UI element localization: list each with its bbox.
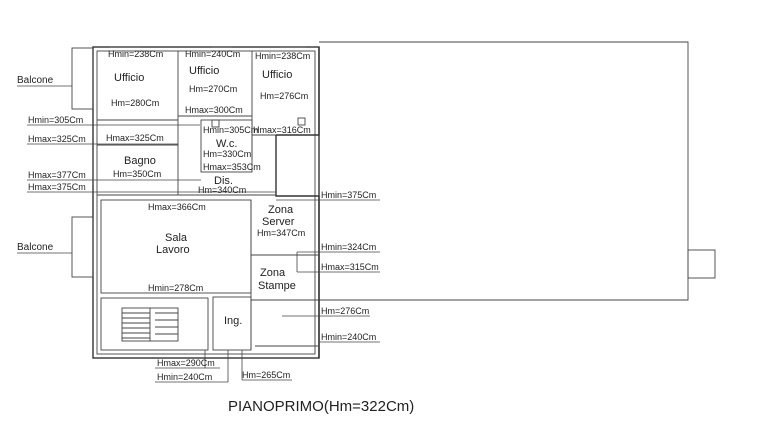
ufficio3-name: Ufficio — [262, 69, 292, 81]
server-hm: Hm=347Cm — [257, 228, 305, 238]
balcone-top-shape — [71, 47, 94, 110]
building-inner-outline — [96, 50, 316, 355]
stair-steps — [122, 308, 178, 341]
balcone-top-label: Balcone — [17, 75, 54, 86]
right-hmax-315: Hmax=315Cm — [321, 262, 379, 272]
left-hmin-305: Hmin=305Cm — [28, 115, 83, 125]
stairs-outline — [100, 297, 209, 351]
window-marks — [92, 46, 305, 270]
stampe-name-1: Zona — [260, 267, 286, 279]
adjacent-area — [319, 41, 716, 301]
wall-ufficio3-right — [276, 47, 320, 136]
left-hmax-325: Hmax=325Cm — [28, 134, 86, 144]
ufficio3-fixture — [297, 117, 306, 126]
wc-hmax: Hmax=353Cm — [203, 162, 261, 172]
right-hmin-240: Hmin=240Cm — [321, 332, 376, 342]
ufficio3-hmax: Hmax=316Cm — [253, 125, 311, 135]
adjacent-outline — [319, 41, 689, 301]
ufficio2-hm: Hm=270Cm — [189, 84, 237, 94]
wc-name: W.c. — [216, 138, 237, 150]
ingresso-name: Ing. — [224, 315, 242, 327]
leader-lines — [27, 124, 380, 383]
wc-fixture-1 — [211, 119, 220, 128]
bagno-hm: Hm=350Cm — [113, 169, 161, 179]
dis-name: Dis. — [214, 175, 233, 187]
right-hmin-324: Hmin=324Cm — [321, 242, 376, 252]
server-name-1: Zona — [268, 204, 294, 216]
balcone-bottom-label: Balcone — [17, 242, 54, 253]
dis-hm: Hm=340Cm — [198, 185, 246, 195]
ufficio2-name: Ufficio — [189, 65, 219, 77]
stampe-name-2: Stampe — [258, 280, 296, 292]
wall-ufficio3-bottom — [252, 134, 277, 160]
bottom-hm-265: Hm=265Cm — [242, 370, 290, 380]
ufficio1-hm: Hm=280Cm — [111, 98, 159, 108]
right-hmin-375: Hmin=375Cm — [321, 190, 376, 200]
server-name-2: Server — [262, 216, 295, 228]
sala-hmax: Hmax=366Cm — [148, 202, 206, 212]
wall-wc — [200, 119, 253, 173]
left-hmax-377: Hmax=377Cm — [28, 170, 86, 180]
wall-ingresso — [212, 296, 252, 351]
ufficio3-hmin: Hmin=238Cm — [255, 51, 310, 61]
ufficio3-hm: Hm=276Cm — [260, 91, 308, 101]
sala-hmin: Hmin=278Cm — [148, 283, 203, 293]
ufficio2-hmin: Hmin=240Cm — [185, 49, 240, 59]
bagno-hmax: Hmax=325Cm — [106, 133, 164, 143]
balcone-bottom-shape — [71, 216, 94, 278]
wc-hmin: Hmin=305Cm — [203, 125, 258, 135]
wall-notch — [275, 135, 320, 358]
ufficio2-hmax: Hmax=300Cm — [185, 105, 243, 115]
sala-name-2: Lavoro — [156, 244, 190, 256]
wc-hm: Hm=330Cm — [203, 149, 251, 159]
bottom-hmax-290: Hmax=290Cm — [157, 358, 215, 368]
sala-name-1: Sala — [165, 232, 188, 244]
bagno-name: Bagno — [124, 155, 156, 167]
right-hm-276: Hm=276Cm — [321, 306, 369, 316]
ufficio1-name: Ufficio — [114, 72, 144, 84]
bottom-hmin-240: Hmin=240Cm — [157, 372, 212, 382]
ufficio1-hmin: Hmin=238Cm — [108, 49, 163, 59]
left-hmax-375: Hmax=375Cm — [28, 182, 86, 192]
interior-walls — [92, 46, 320, 358]
adjacent-annex — [687, 249, 716, 279]
plan-title: PIANOPRIMO(Hm=322Cm) — [228, 398, 414, 415]
